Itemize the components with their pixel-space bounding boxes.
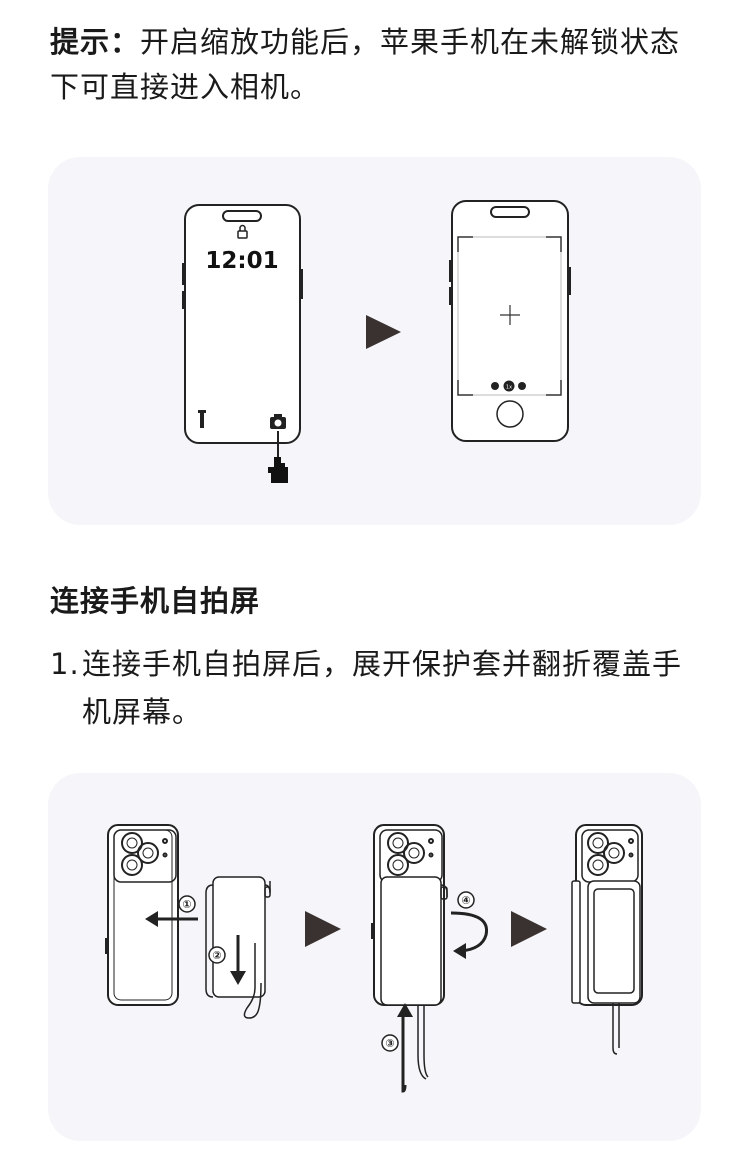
attach-selfie-screen-svg: ① ②	[105, 824, 643, 1093]
step2-arrow: ②	[208, 935, 246, 985]
marker-4: ④	[461, 894, 470, 907]
next-step-arrow-2	[511, 911, 547, 947]
camera-icon	[270, 414, 286, 429]
marker-1: ①	[182, 898, 191, 911]
next-step-arrow	[366, 315, 401, 349]
step4-arrow: ④	[450, 891, 489, 959]
attach-selfie-screen-illustration: ① ②	[48, 773, 701, 1141]
lockscreen-camera-illustration: 12:01	[48, 157, 701, 525]
phone-back-left	[105, 824, 179, 1006]
camera-phone	[449, 200, 571, 442]
next-step-arrow-1	[305, 911, 341, 947]
step-number: 1.	[50, 647, 80, 681]
lock-icon	[237, 230, 248, 239]
tip-label: 提示：	[50, 25, 141, 59]
step-text: 连接手机自拍屏后，展开保护套并翻折覆盖手机屏幕。	[82, 647, 683, 729]
zoom-selector: 1x	[491, 380, 526, 392]
phone-with-case-middle	[371, 824, 448, 1080]
finger-press-icon	[268, 431, 288, 483]
tip-paragraph: 提示：开启缩放功能后，苹果手机在未解锁状态下可直接进入相机。	[50, 20, 710, 110]
step-1: 1.连接手机自拍屏后，展开保护套并翻折覆盖手机屏幕。	[50, 640, 710, 736]
lockscreen-phone	[182, 204, 303, 444]
flashlight-icon	[198, 410, 206, 428]
step3-arrow: ③	[381, 1003, 413, 1093]
step1-arrow: ①	[145, 895, 198, 927]
marker-3: ③	[385, 1037, 394, 1050]
zoom-label: 1x	[506, 385, 512, 391]
home-button-icon	[496, 400, 524, 428]
lockscreen-time: 12:01	[205, 248, 278, 274]
tip-text: 开启缩放功能后，苹果手机在未解锁状态下可直接进入相机。	[50, 25, 681, 104]
phone-with-case-folded	[571, 824, 643, 1055]
section-title: 连接手机自拍屏	[50, 584, 261, 618]
lockscreen-camera-svg: 12:01	[182, 200, 571, 483]
marker-2: ②	[212, 949, 221, 962]
